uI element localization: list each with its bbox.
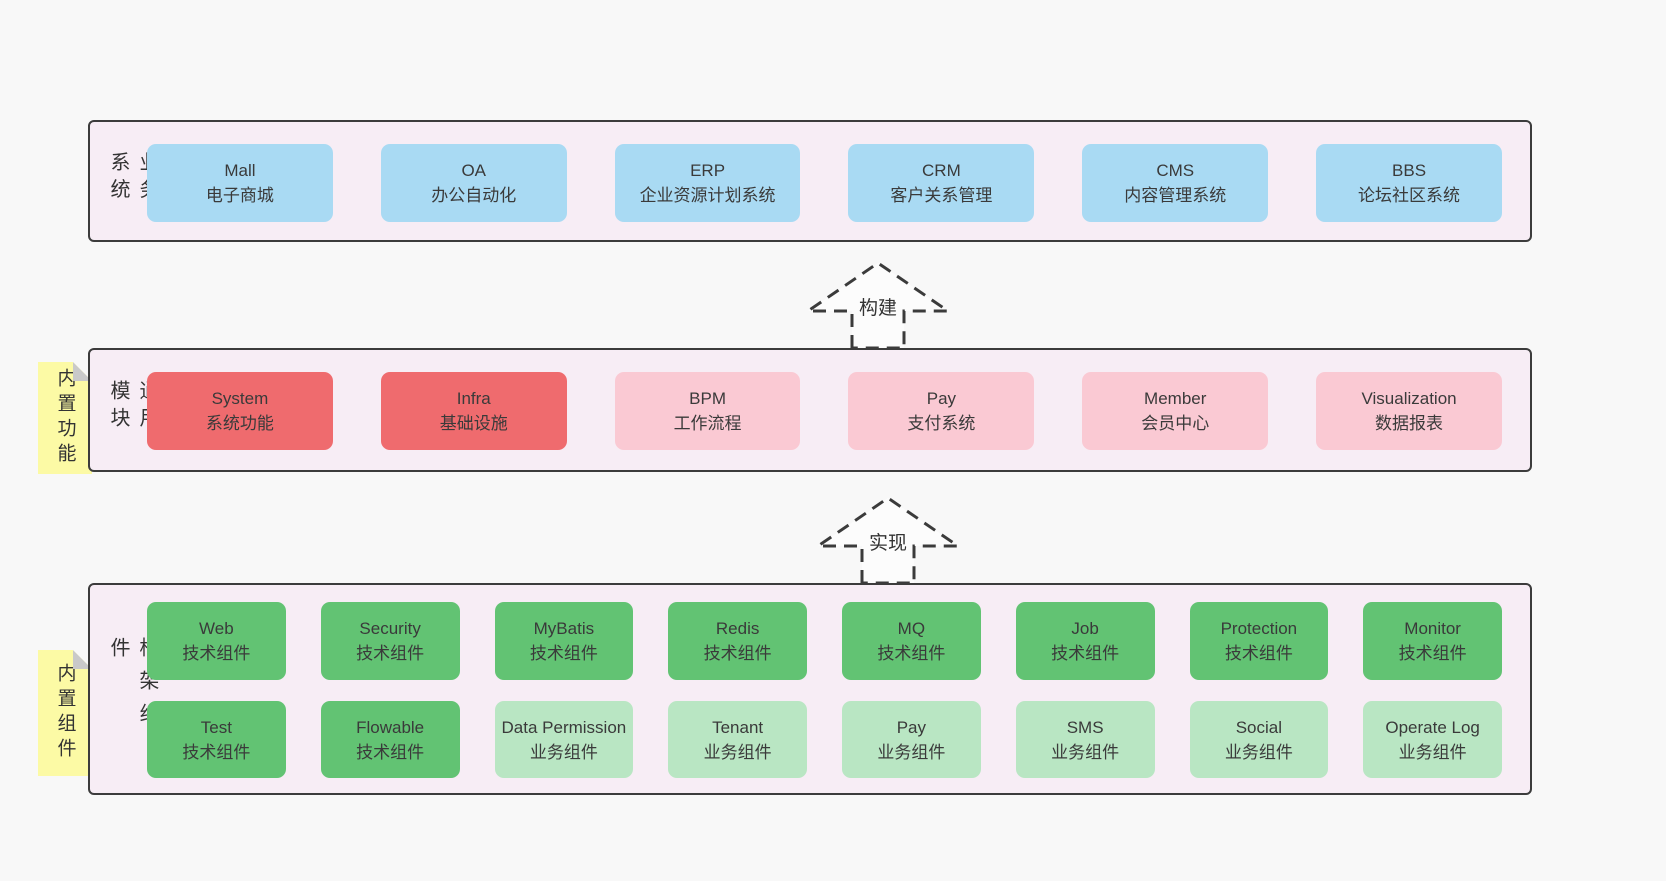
box-system: System 系统功能	[147, 372, 333, 450]
box-flowable: Flowable 技术组件	[320, 701, 460, 778]
box-subtitle: 技术组件	[182, 742, 251, 762]
box-subtitle: 技术组件	[703, 644, 772, 663]
box-title: Operate Log	[1385, 717, 1480, 737]
box-subtitle: 技术组件	[1224, 644, 1293, 663]
box-bbs: BBS 论坛社区系统	[1316, 144, 1502, 222]
common-modules-row: System 系统功能 Infra 基础设施 BPM 工作流程 Pay 支付系统…	[147, 372, 1502, 450]
box-visualization: Visualization 数据报表	[1316, 372, 1502, 450]
box-subtitle: 业务组件	[1051, 742, 1120, 762]
box-title: Pay	[926, 389, 957, 408]
box-subtitle: 技术组件	[356, 644, 425, 663]
box-title: CMS	[1156, 161, 1195, 180]
box-crm: CRM 客户关系管理	[848, 144, 1035, 222]
box-title: CRM	[922, 161, 961, 180]
box-pay-component: Pay 业务组件	[842, 701, 981, 778]
box-data-permission: Data Permission 业务组件	[494, 701, 634, 778]
biz-components-row: Test 技术组件 Flowable 技术组件 Data Permission …	[147, 701, 1502, 778]
box-title: Flowable	[356, 717, 425, 737]
box-title: Redis	[715, 619, 760, 638]
box-subtitle: 支付系统	[907, 414, 976, 433]
box-sms: SMS 业务组件	[1015, 701, 1155, 778]
box-title: System	[211, 389, 269, 408]
box-test: Test 技术组件	[147, 701, 286, 778]
box-tenant: Tenant 业务组件	[668, 701, 807, 778]
box-subtitle: 技术组件	[1398, 644, 1467, 663]
box-title: OA	[461, 161, 487, 180]
sticky-note-built-in-components: 内置组件	[38, 650, 92, 776]
box-title: Member	[1144, 389, 1207, 408]
box-title: Visualization	[1361, 389, 1457, 408]
box-title: MyBatis	[533, 619, 595, 638]
tech-components-row: Web 技术组件 Security 技术组件 MyBatis 技术组件 Redi…	[147, 602, 1502, 680]
box-mybatis: MyBatis 技术组件	[494, 602, 634, 680]
box-title: BBS	[1392, 161, 1427, 180]
box-oa: OA 办公自动化	[380, 144, 567, 222]
box-cms: CMS 内容管理系统	[1082, 144, 1269, 222]
box-operate-log: Operate Log 业务组件	[1363, 701, 1502, 778]
box-subtitle: 技术组件	[529, 644, 598, 663]
box-web: Web 技术组件	[147, 602, 286, 680]
box-subtitle: 技术组件	[877, 644, 946, 663]
box-pay-module: Pay 支付系统	[848, 372, 1035, 450]
band-common-modules: 通用模块 System 系统功能 Infra 基础设施 BPM 工作流程 Pay…	[88, 348, 1532, 472]
box-monitor: Monitor 技术组件	[1363, 602, 1502, 680]
box-title: Infra	[456, 389, 491, 408]
box-mall: Mall 电子商城	[147, 144, 333, 222]
box-subtitle: 业务组件	[529, 742, 598, 762]
box-title: Social	[1235, 717, 1283, 737]
box-title: Data Permission	[501, 717, 627, 737]
box-subtitle: 会员中心	[1141, 414, 1210, 433]
box-subtitle: 企业资源计划系统	[639, 186, 776, 205]
box-protection: Protection 技术组件	[1189, 602, 1329, 680]
box-security: Security 技术组件	[320, 602, 460, 680]
arrow-build: 构建	[790, 255, 966, 351]
box-subtitle: 基础设施	[439, 414, 508, 433]
box-bpm: BPM 工作流程	[614, 372, 801, 450]
arrow-implement-label: 实现	[865, 528, 911, 555]
box-title: Test	[200, 717, 232, 737]
box-title: Protection	[1220, 619, 1298, 638]
box-subtitle: 业务组件	[877, 742, 946, 762]
arrow-build-label: 构建	[855, 293, 901, 320]
box-subtitle: 业务组件	[1398, 742, 1467, 762]
box-title: SMS	[1066, 717, 1104, 737]
box-mq: MQ 技术组件	[842, 602, 981, 680]
note-label: 内置组件	[54, 663, 76, 763]
box-title: Pay	[896, 717, 927, 737]
note-label: 内置功能	[54, 368, 76, 468]
box-subtitle: 客户关系管理	[890, 186, 993, 205]
box-job: Job 技术组件	[1015, 602, 1155, 680]
arrow-implement: 实现	[800, 490, 976, 586]
box-title: BPM	[689, 389, 726, 408]
box-subtitle: 内容管理系统	[1124, 186, 1227, 205]
box-subtitle: 电子商城	[205, 186, 274, 205]
box-subtitle: 技术组件	[1051, 644, 1120, 663]
box-subtitle: 技术组件	[356, 742, 425, 762]
box-subtitle: 论坛社区系统	[1358, 186, 1461, 205]
box-title: Monitor	[1404, 619, 1461, 638]
box-title: Security	[359, 619, 421, 638]
box-title: ERP	[690, 161, 726, 180]
box-subtitle: 办公自动化	[431, 186, 517, 205]
box-subtitle: 数据报表	[1375, 414, 1444, 433]
box-erp: ERP 企业资源计划系统	[614, 144, 801, 222]
box-infra: Infra 基础设施	[380, 372, 567, 450]
box-subtitle: 工作流程	[673, 414, 742, 433]
sticky-note-built-in-features: 内置功能	[38, 362, 92, 474]
box-title: Web	[199, 619, 234, 638]
box-subtitle: 业务组件	[703, 742, 772, 762]
box-subtitle: 业务组件	[1224, 742, 1293, 762]
box-member: Member 会员中心	[1082, 372, 1269, 450]
box-title: Mall	[224, 161, 256, 180]
box-social: Social 业务组件	[1189, 701, 1329, 778]
box-title: Tenant	[712, 717, 764, 737]
band-framework-components: 框架组件 Web 技术组件 Security 技术组件 MyBatis 技术组件…	[88, 583, 1532, 795]
box-subtitle: 系统功能	[205, 414, 274, 433]
box-title: Job	[1071, 619, 1099, 638]
box-subtitle: 技术组件	[182, 644, 251, 663]
box-title: MQ	[897, 619, 926, 638]
band-business-systems: 业务系统 Mall 电子商城 OA 办公自动化 ERP 企业资源计划系统 CRM…	[88, 120, 1532, 242]
business-systems-row: Mall 电子商城 OA 办公自动化 ERP 企业资源计划系统 CRM 客户关系…	[147, 144, 1502, 222]
box-redis: Redis 技术组件	[668, 602, 807, 680]
